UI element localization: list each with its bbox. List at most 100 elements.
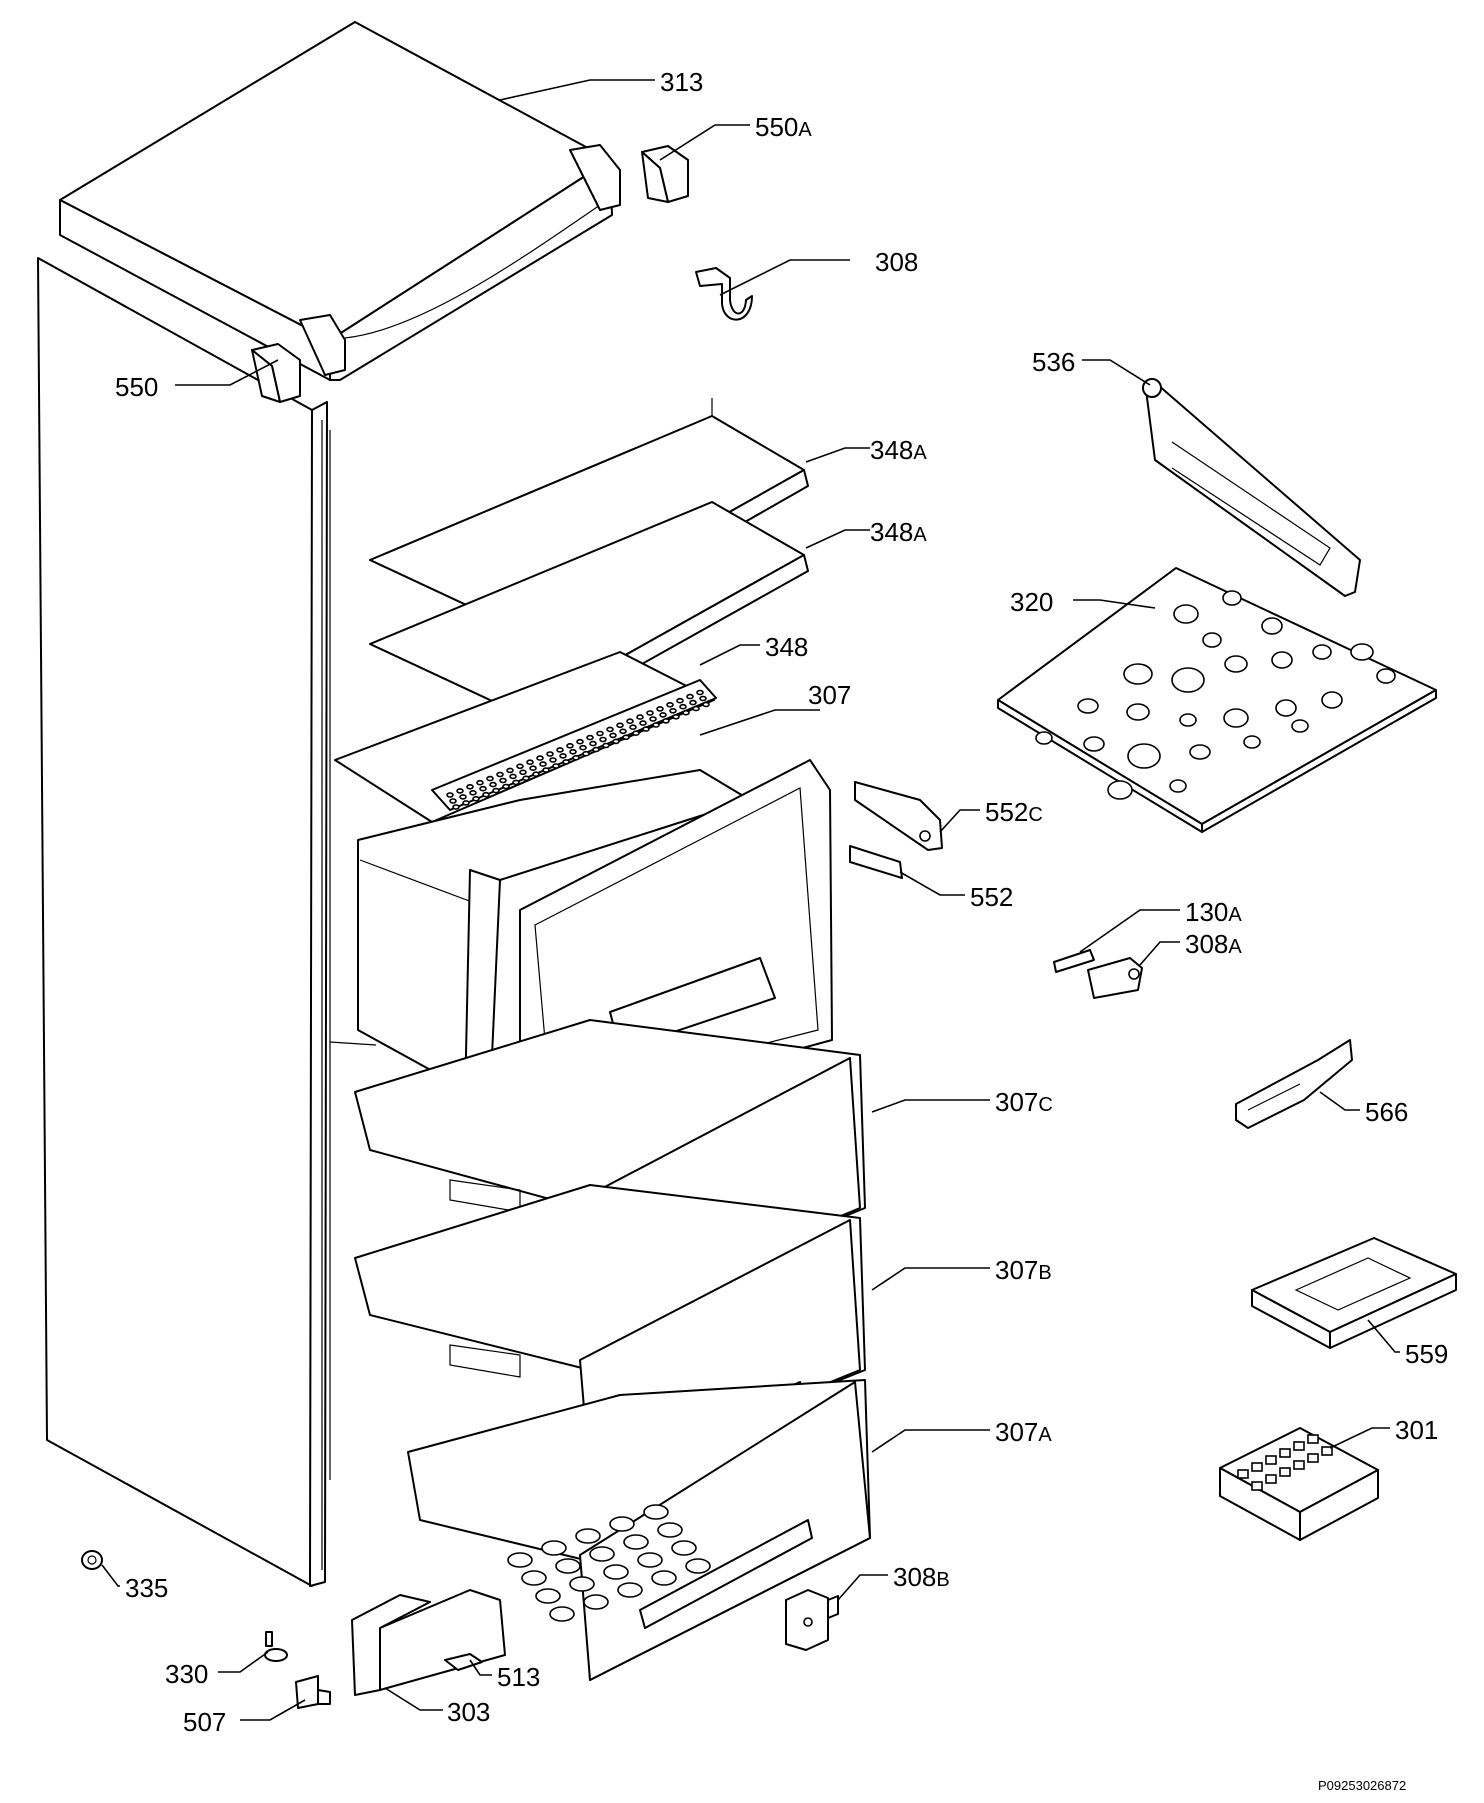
ice-cell [1279,1448,1291,1458]
label-566: 566 [1365,1097,1408,1127]
perforation [609,732,617,739]
cabinet-body [37,257,377,1587]
perforation [499,777,507,784]
perforation [596,730,604,737]
perforation [636,714,644,720]
ice-cell [1265,1474,1277,1484]
perforation [532,771,540,778]
grid-shelf-320 [997,567,1437,833]
perforation [692,705,700,712]
perforation [632,730,640,737]
grid-hole [1271,651,1293,669]
plinth-303 [351,1589,506,1696]
grid-hole [1275,699,1297,717]
cap-550a [641,145,689,203]
perforation [612,738,620,745]
perforation [562,759,570,765]
rail-552c [854,781,943,851]
perforation [496,771,504,778]
label-559: 559 [1405,1339,1448,1369]
ice-cell [1279,1467,1291,1477]
top-cover-313 [59,21,621,381]
perforation [626,718,634,725]
grid-hole [1169,779,1187,793]
perforation [489,781,497,788]
perforation [652,722,660,728]
grid-hole [1123,663,1153,685]
floor-recess [671,1540,697,1556]
grid-hole [1291,719,1309,733]
perforation [696,689,704,696]
label-552: 552 [970,882,1013,912]
grid-hole [1127,743,1161,769]
perforation [479,785,487,792]
grid-hole [1222,590,1242,606]
grid-hole [1312,644,1332,660]
perforation [449,798,457,804]
label-552c: 552C [985,797,1043,827]
perforation [569,748,577,755]
label-307: 307 [808,680,851,710]
leader-lines [101,79,1400,1721]
perforation [516,763,524,770]
perforation [519,769,527,776]
perforation [622,734,630,741]
label-550a: 550A [755,112,812,142]
perforation [529,765,537,772]
floor-recess [637,1552,663,1568]
label-335: 335 [125,1573,168,1603]
label-536: 536 [1032,347,1075,377]
floor-recess [589,1546,615,1562]
perforation [666,701,674,708]
perforation [642,726,650,732]
label-308: 308 [875,247,918,277]
floor-recess [541,1540,567,1556]
reference-code: P09253026872 [1318,1778,1406,1793]
perforation [582,750,590,757]
ice-tray-301 [1219,1427,1379,1541]
floor-recess [657,1522,683,1538]
perforation [486,775,494,782]
floor-recess [643,1504,669,1520]
tray-559 [1251,1237,1457,1349]
perforation [656,706,664,712]
perforation [676,697,684,704]
label-308b: 308B [893,1562,950,1592]
perforation [572,754,580,761]
label-313: 313 [660,67,703,97]
label-307a: 307A [995,1417,1052,1447]
floor-recess [603,1564,629,1580]
perforation [462,800,470,806]
perforation [459,794,467,800]
plate-130a [1053,949,1095,973]
label-130a: 130A [1185,897,1242,927]
part-507 [295,1675,331,1709]
part-labels: 313 550A 308 550 536 348A 348A 320 348 3… [115,67,1448,1793]
ice-cell [1251,1481,1263,1491]
spacer-513 [444,1653,483,1671]
label-348: 348 [765,632,808,662]
perforation [586,734,594,741]
hinge-308a [1087,957,1143,999]
label-301: 301 [1395,1415,1438,1445]
grid-hole [1126,703,1150,721]
label-507: 507 [183,1707,226,1737]
rail-552 [849,845,903,879]
perforation [549,757,557,763]
perforation [629,724,637,731]
grid-hole [1077,698,1099,714]
screw-330 [264,1631,288,1662]
grid-hole [1321,691,1343,709]
perforation [536,755,544,761]
perforation [579,744,587,751]
perforation [546,751,554,757]
perforation [476,779,484,786]
separator-536 [1142,378,1361,597]
floor-recess [555,1558,581,1574]
perforation [509,773,517,780]
scraper-566 [1235,1039,1353,1129]
grid-hole [1107,780,1133,800]
perforation [522,775,530,782]
perforation [672,713,680,720]
